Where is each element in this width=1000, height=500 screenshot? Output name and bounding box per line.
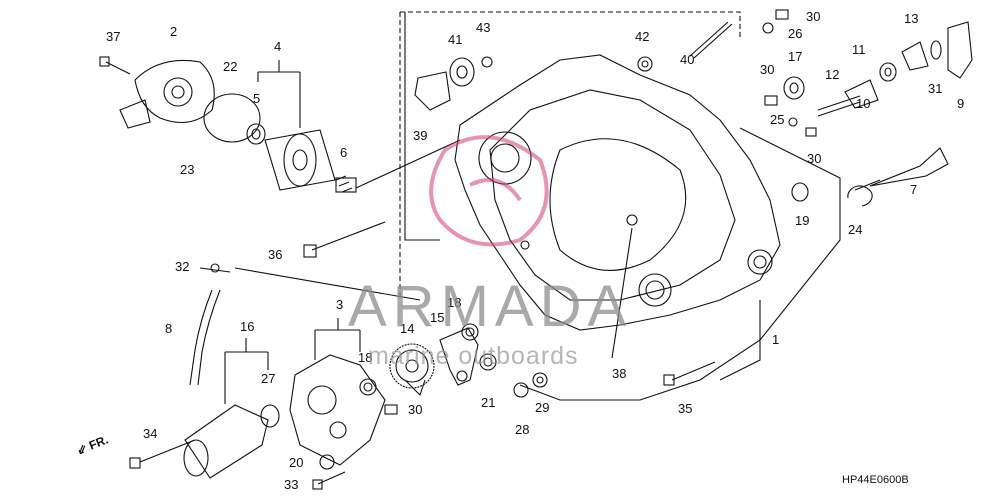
part-label: 4 xyxy=(274,39,282,54)
part-label: 21 xyxy=(481,395,496,410)
part-label: 3 xyxy=(336,297,344,312)
part-label: 15 xyxy=(430,310,445,325)
part-label: 42 xyxy=(635,29,650,44)
part-label: 30 xyxy=(807,151,822,166)
part-label: 28 xyxy=(515,422,530,437)
diagram-code: HP44E0600B xyxy=(842,474,909,486)
part-label: 27 xyxy=(261,371,276,386)
part-label: 22 xyxy=(223,59,238,74)
part-label: 29 xyxy=(535,400,550,415)
part-label: 18 xyxy=(358,350,373,365)
watermark-tagline: marine outboards xyxy=(368,342,579,370)
part-label: 34 xyxy=(143,426,158,441)
part-label: 36 xyxy=(268,247,283,262)
part-label: 30 xyxy=(408,402,423,417)
part-label: 26 xyxy=(788,26,803,41)
part-label: 38 xyxy=(612,366,627,381)
part-label: 16 xyxy=(240,319,255,334)
watermark-brand: ARMADA xyxy=(348,274,633,339)
part-label: 32 xyxy=(175,259,190,274)
part-label: 13 xyxy=(904,11,919,26)
part-label: 43 xyxy=(476,20,491,35)
part-label: 30 xyxy=(760,62,775,77)
part-label: 10 xyxy=(856,96,871,111)
crankcase-cover xyxy=(454,54,781,331)
part-label: 5 xyxy=(253,91,261,106)
part-label: 39 xyxy=(413,128,428,143)
part-label: 1 xyxy=(772,332,780,347)
part-label: 19 xyxy=(795,213,810,228)
part-label: 9 xyxy=(957,96,965,111)
part-label: 37 xyxy=(106,29,121,44)
part-label: 6 xyxy=(340,145,348,160)
part-label: 20 xyxy=(289,455,304,470)
part-label: 8 xyxy=(165,321,173,336)
part-label: 31 xyxy=(928,81,943,96)
part-label: 7 xyxy=(910,182,918,197)
part-label: 35 xyxy=(678,401,693,416)
part-label: 12 xyxy=(825,67,840,82)
part-label: 33 xyxy=(284,477,299,492)
part-label: 24 xyxy=(848,222,863,237)
part-label: 11 xyxy=(852,42,866,57)
part-label: 17 xyxy=(788,49,803,64)
part-label: 25 xyxy=(770,112,785,127)
part-label: 41 xyxy=(448,32,463,47)
part-label: 23 xyxy=(180,162,195,177)
part-label: 18 xyxy=(447,295,462,310)
part-label: 2 xyxy=(170,24,178,39)
part-label: 14 xyxy=(400,321,415,336)
part-label: 40 xyxy=(680,52,695,67)
part-label: 30 xyxy=(806,9,821,24)
